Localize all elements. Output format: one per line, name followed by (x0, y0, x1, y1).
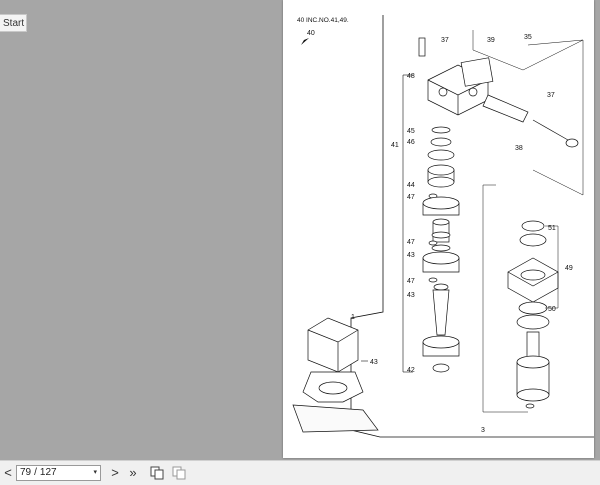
callout-44: 44 (407, 182, 415, 189)
callout-50: 50 (548, 306, 556, 313)
next-page-button[interactable]: > (111, 465, 119, 480)
direction-arrow-icon (301, 38, 309, 45)
last-page-button[interactable]: » (129, 465, 137, 480)
parts-diagram: 40 INC.NO.41,49. 40 (292, 15, 594, 438)
callout-39: 39 (487, 37, 495, 44)
chevron-down-icon: ▾ (93, 469, 97, 476)
callout-43b: 43 (407, 292, 415, 299)
callout-47a: 47 (407, 194, 415, 201)
page-separator: / (34, 467, 37, 478)
diagram-header: 40 INC.NO.41,49. (297, 17, 349, 24)
viewer-toolbar: < 79/127 ▾ > » (0, 460, 600, 485)
callout-37b: 37 (547, 92, 555, 99)
callout-3: 3 (481, 427, 485, 434)
callout-42: 42 (407, 367, 415, 374)
callout-37: 37 (441, 37, 449, 44)
callout-43a: 43 (407, 252, 415, 259)
arrow-label: 40 (307, 30, 315, 37)
callout-49: 49 (565, 265, 573, 272)
callout-47b: 47 (407, 239, 415, 246)
page-selector[interactable]: 79/127 ▾ (16, 465, 101, 481)
current-page: 79 (20, 467, 32, 478)
copy-page-icon[interactable] (150, 466, 164, 480)
callout-45: 45 (407, 128, 415, 135)
callout-48: 48 (407, 73, 415, 80)
callout-41: 41 (391, 142, 399, 149)
callout-38: 38 (515, 145, 523, 152)
callout-43c: 43 (370, 359, 378, 366)
callout-51: 51 (548, 225, 556, 232)
document-page: 40 INC.NO.41,49. 40 (283, 0, 594, 458)
callout-1: 1 (351, 314, 355, 321)
duplicate-page-icon[interactable] (172, 466, 186, 480)
start-tab[interactable]: Start (0, 14, 27, 32)
callout-47c: 47 (407, 278, 415, 285)
prev-page-button[interactable]: < (4, 465, 12, 480)
callout-35: 35 (524, 34, 532, 41)
callout-46: 46 (407, 139, 415, 146)
total-pages: 127 (39, 467, 57, 478)
